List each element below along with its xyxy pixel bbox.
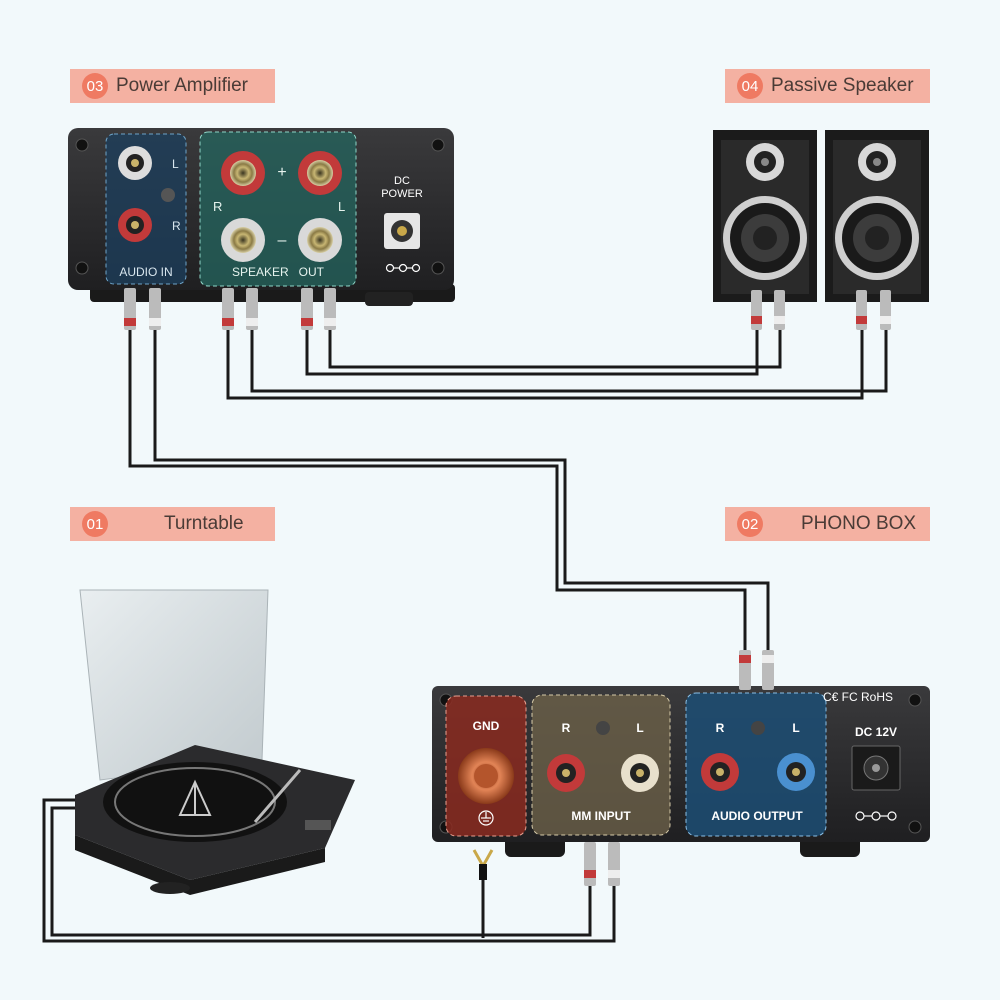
amp-spk-r: R xyxy=(213,199,222,214)
amp-spk-l: L xyxy=(338,199,345,214)
amp-power-label: POWER xyxy=(381,188,423,200)
amp-ch-l: L xyxy=(172,157,179,171)
label-number: 03 xyxy=(82,73,108,99)
label-text: PHONO BOX xyxy=(801,513,917,534)
label-text: Turntable xyxy=(164,513,244,534)
brand-logo-icon xyxy=(178,779,212,816)
amp-minus: – xyxy=(278,232,287,249)
label-number: 04 xyxy=(737,73,763,99)
turntable xyxy=(75,589,355,895)
spade-connector-icon xyxy=(472,849,494,880)
label-text: Passive Speaker xyxy=(771,75,914,96)
phono-dc12-label: DC 12V xyxy=(855,725,897,739)
cable-speaker-inner-a xyxy=(305,330,759,376)
label-number: 02 xyxy=(737,511,763,537)
cable-audio-in-a xyxy=(128,330,747,655)
amp-dc-label: DC xyxy=(394,175,410,187)
cable-turntable-a xyxy=(42,798,616,943)
speaker-right xyxy=(825,130,929,330)
amp-audio-in-label: AUDIO IN xyxy=(119,265,172,279)
phono-out-r: R xyxy=(716,721,725,735)
label-phono-box: 02 PHONO BOX xyxy=(725,507,930,541)
cable-speaker-outer-b xyxy=(250,330,888,393)
cable-audio-in-b xyxy=(153,330,770,655)
speaker-left xyxy=(713,130,817,330)
amp-ch-r: R xyxy=(172,219,181,233)
phono-box: GND R L MM INPUT R L AUDIO OUTPUT C€ FC … xyxy=(432,650,930,886)
cables xyxy=(42,330,888,943)
label-turntable: 01 Turntable xyxy=(70,507,275,541)
label-text: Power Amplifier xyxy=(116,75,248,96)
label-number: 01 xyxy=(82,511,108,537)
phono-audio-output-label: AUDIO OUTPUT xyxy=(711,809,803,823)
amp-plus: + xyxy=(277,164,286,181)
label-power-amplifier: 03 Power Amplifier xyxy=(70,69,275,103)
amp-plugs xyxy=(124,288,336,330)
amp-speaker-out-label: SPEAKER OUT xyxy=(232,265,325,279)
phono-mm-l: L xyxy=(636,721,643,735)
ground-icon xyxy=(478,810,494,826)
phono-out-l: L xyxy=(792,721,799,735)
phono-mm-r: R xyxy=(562,721,571,735)
phono-cert-label: C€ FC RoHS xyxy=(823,690,893,704)
phono-mm-input-label: MM INPUT xyxy=(571,809,631,823)
power-amplifier: L R AUDIO IN + – R L SPEAKER OUT DC POWE… xyxy=(68,128,455,330)
cable-speaker-outer-a xyxy=(226,330,864,400)
cable-speaker-inner-b xyxy=(328,330,782,369)
phono-gnd-label: GND xyxy=(473,719,500,733)
label-passive-speaker: 04 Passive Speaker xyxy=(725,69,930,103)
polarity-icon xyxy=(385,263,421,273)
cable-turntable-b xyxy=(50,806,592,937)
polarity-icon xyxy=(855,811,897,821)
